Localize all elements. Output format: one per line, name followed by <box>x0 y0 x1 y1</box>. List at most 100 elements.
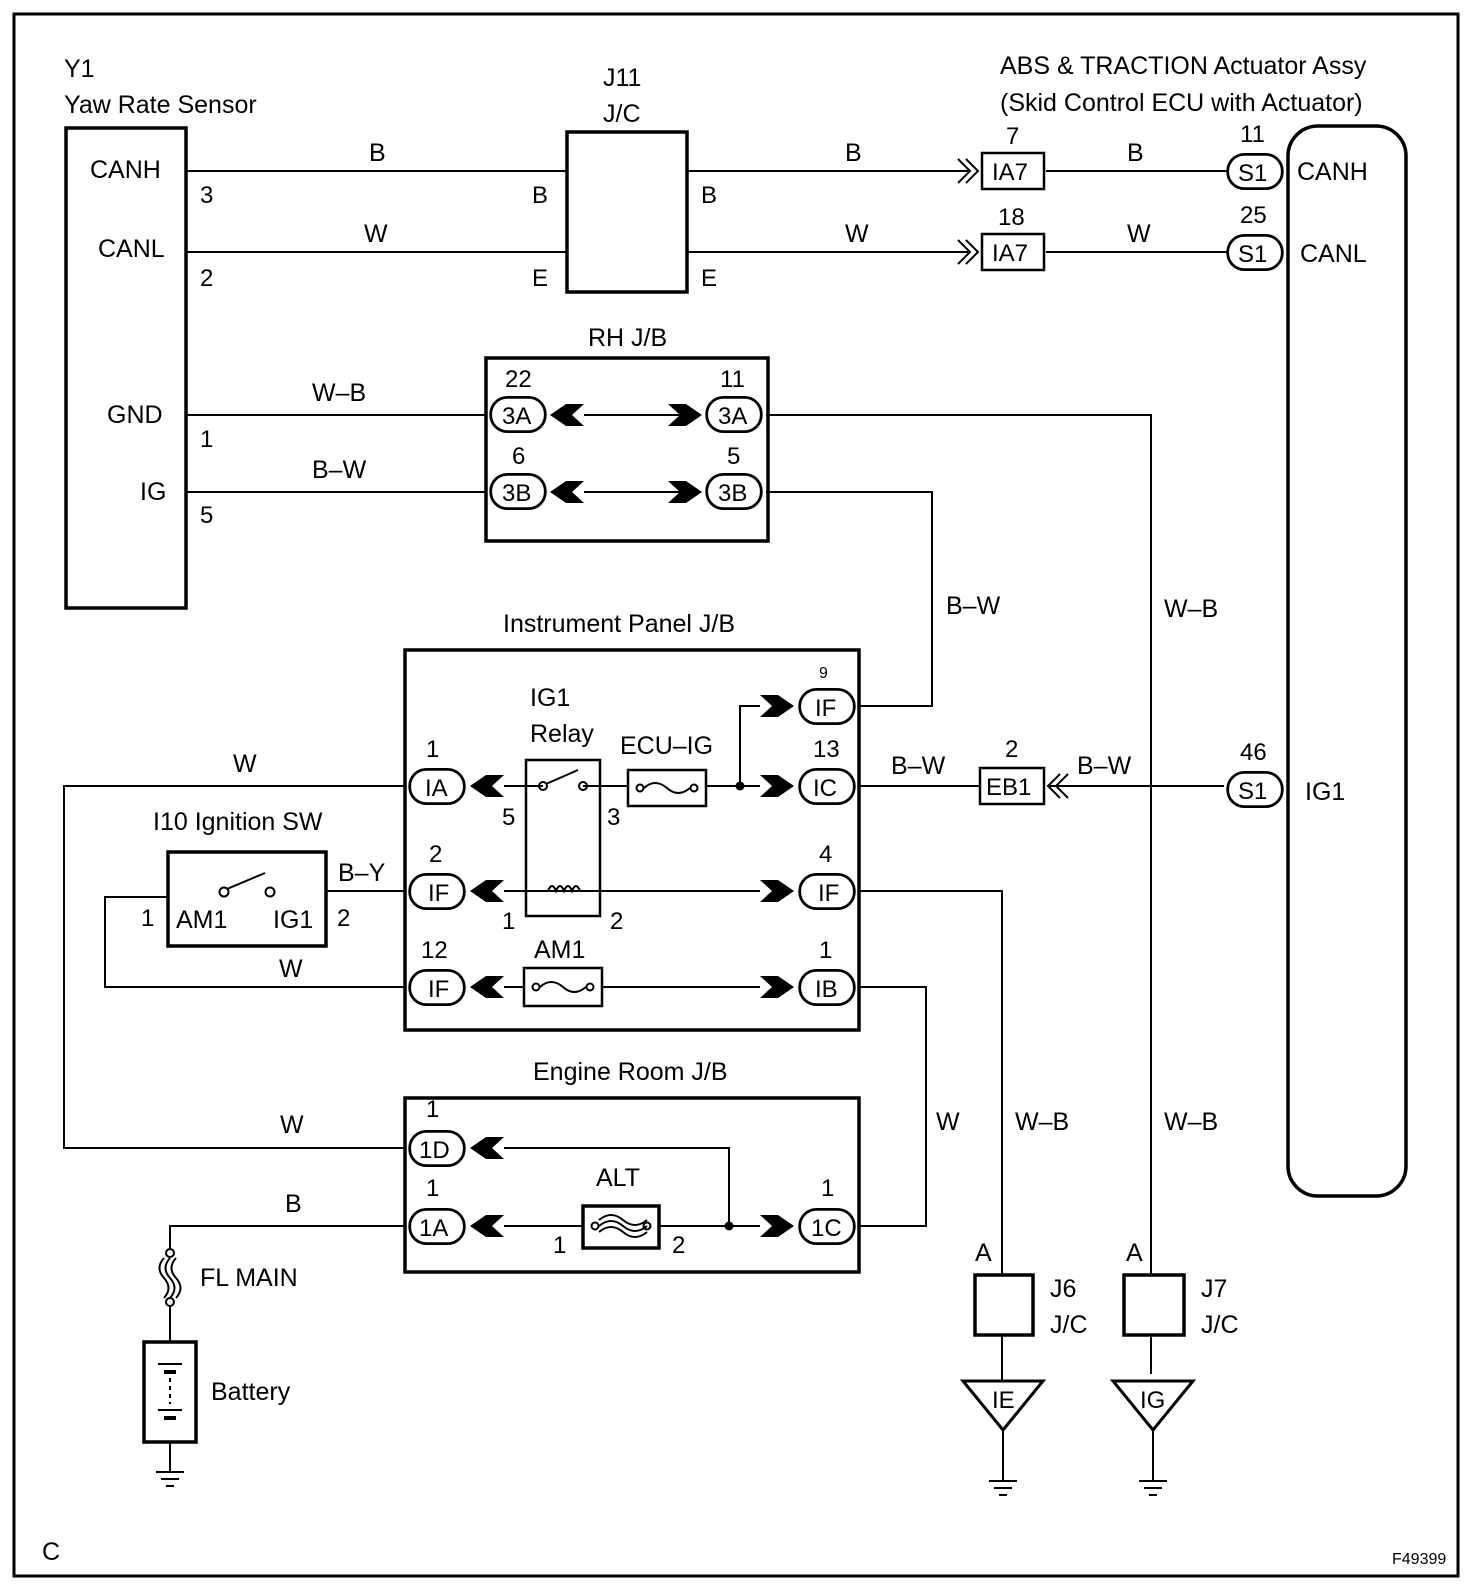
connector-ic: IC <box>813 775 837 802</box>
pin-ia7-canh: 7 <box>1006 123 1019 150</box>
arrow-ip-if9 <box>760 695 794 717</box>
connector-3a-left: 3A <box>502 403 531 430</box>
wire-ip-junction-if9 <box>739 705 760 786</box>
j7-pin: A <box>1126 1239 1143 1267</box>
pin-s1-canh: 11 <box>1240 121 1265 148</box>
pin-ig: 5 <box>200 502 213 529</box>
wire-label-b-1: B <box>369 139 386 167</box>
fuse-alt-name: ALT <box>596 1164 640 1192</box>
fl-main-name: FL MAIN <box>200 1264 298 1292</box>
j6-type: J/C <box>1050 1311 1088 1339</box>
fuse-am1-name: AM1 <box>534 936 585 964</box>
pin-canh: 3 <box>200 182 213 209</box>
wire-label-w-4: W <box>233 750 257 778</box>
wire-label-b-4: B <box>285 1190 302 1218</box>
wire-label-wb-2: W–B <box>1164 595 1218 623</box>
relay-line2: Relay <box>530 720 594 748</box>
connector-s1-ig1: S1 <box>1238 778 1267 805</box>
relay-switch-arm <box>545 769 579 785</box>
j11-type: J/C <box>603 100 641 128</box>
ignition-sw-contact-l <box>218 886 230 898</box>
pin-eb1: 2 <box>1005 736 1018 763</box>
ignition-sw-t1: AM1 <box>176 906 227 934</box>
rh-jb-box <box>484 356 770 543</box>
pin-s1-canl: 25 <box>1240 202 1267 229</box>
connector-1a: 1A <box>419 1215 448 1242</box>
wire-label-wb-1: W–B <box>312 379 366 407</box>
arrow-ip-ia <box>470 775 504 797</box>
j11-pin-b-left: B <box>532 182 548 209</box>
pin-rh-3b-out: 5 <box>727 443 740 470</box>
fuse-alt-pin-l <box>590 1221 600 1231</box>
arrow-rh-3a-left <box>550 404 584 426</box>
wire-label-bw-4: B–W <box>1077 752 1132 780</box>
ignition-sw-name: I10 Ignition SW <box>153 808 323 836</box>
arrow-ip-if12 <box>470 976 504 998</box>
j11-pin-e-right: E <box>701 265 717 292</box>
wire-label-bw-3: B–W <box>891 752 946 780</box>
j7-type: J/C <box>1201 1311 1239 1339</box>
j6-pin: A <box>975 1239 992 1267</box>
connector-3a-right: 3A <box>718 403 747 430</box>
yaw-sensor-name: Yaw Rate Sensor <box>64 91 257 119</box>
relay-line1: IG1 <box>530 684 570 712</box>
ground-ig-label: IG <box>1140 1387 1165 1414</box>
ground-icon-ie <box>989 1480 1017 1496</box>
connector-3b-right: 3B <box>718 480 747 507</box>
fuse-am1-pin-l <box>531 982 541 992</box>
wire-ia-to-er-1d <box>63 785 406 1149</box>
arrow-rh-3b-right <box>668 481 702 503</box>
pin-sw-1: 1 <box>141 905 154 932</box>
connector-ia7-canh <box>980 151 1046 191</box>
fuse-ecu-ig-icon <box>643 782 691 794</box>
pin-rh-3a-in: 22 <box>505 366 532 393</box>
yaw-sensor-box <box>64 126 188 610</box>
fuse-am1-pin-r <box>585 982 595 992</box>
arrow-ip-if2 <box>470 880 504 902</box>
pin-er-1d: 1 <box>426 1096 439 1123</box>
wire-label-by: B–Y <box>338 859 386 887</box>
connector-if-2: IF <box>428 880 449 907</box>
terminal-gnd: GND <box>107 401 163 429</box>
pin-ip-if2: 2 <box>429 841 442 868</box>
figure-code: F49399 <box>1392 1551 1446 1568</box>
wire-label-w-1: W <box>364 220 388 248</box>
wire-label-b-3: B <box>1127 139 1144 167</box>
ignition-sw-t2: IG1 <box>273 906 313 934</box>
chevron-ia7-canl <box>957 239 980 265</box>
ground-ig-triangle <box>1109 1379 1197 1433</box>
ground-icon-ig <box>1139 1480 1167 1496</box>
j11-pin-e-left: E <box>532 265 548 292</box>
pin-ip-ib1: 1 <box>819 937 832 964</box>
pin-relay-2: 2 <box>610 908 623 935</box>
wire-label-w-6: W <box>279 955 303 983</box>
pin-ip-if4: 4 <box>819 841 832 868</box>
ignition-sw-arm <box>226 872 266 890</box>
wire-er-junction-1d <box>504 1147 730 1226</box>
abs-terminal-ig1: IG1 <box>1305 778 1345 806</box>
wire-ib-to-er-1c <box>858 986 927 1227</box>
pin-rh-3a-out: 11 <box>720 366 745 393</box>
connector-ia: IA <box>425 775 448 802</box>
arrow-ip-if4 <box>760 880 794 902</box>
wire-label-b-2: B <box>845 139 862 167</box>
wire-label-bw-2: B–W <box>946 592 1001 620</box>
connector-1d: 1D <box>419 1137 450 1164</box>
j7-ref: J7 <box>1201 1275 1227 1303</box>
connector-ia7-canl <box>980 232 1046 272</box>
j6-ref: J6 <box>1050 1275 1076 1303</box>
abs-name-line2: (Skid Control ECU with Actuator) <box>1000 89 1363 117</box>
pin-ip-if12: 12 <box>421 937 448 964</box>
battery-box <box>142 1340 198 1444</box>
wire-label-wb-3: W–B <box>1015 1108 1069 1136</box>
rh-jb-name: RH J/B <box>588 324 667 352</box>
connector-s1-canh: S1 <box>1238 160 1267 187</box>
connector-if-9: IF <box>815 695 836 722</box>
fuse-ecu-ig-pin-l <box>635 783 645 793</box>
connector-eb1-box <box>978 766 1046 806</box>
fuse-ecu-ig-name: ECU–IG <box>620 732 713 760</box>
wire-sw-am1 <box>104 896 406 988</box>
wire-label-w-7: W <box>936 1108 960 1136</box>
wire-label-bw-1: B–W <box>312 456 367 484</box>
pin-relay-3: 3 <box>607 804 620 831</box>
